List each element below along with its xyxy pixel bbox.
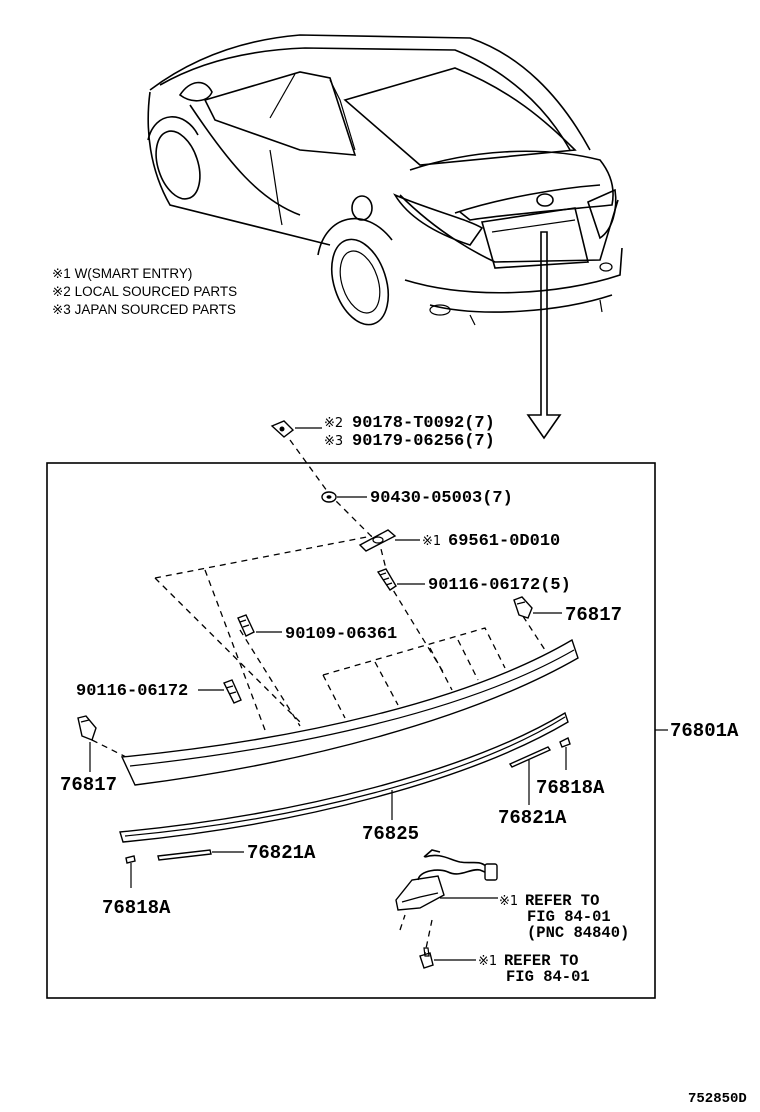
lamp-screw-part-icon [419, 947, 434, 969]
ref2-mark: ※1 [478, 954, 497, 969]
part-number-76825: 76825 [362, 823, 419, 845]
part-number-76818A-right: 76818A [536, 777, 605, 799]
arrow-down-icon [526, 231, 562, 440]
fig-reference-1: FIG 84-01 [527, 908, 611, 926]
clip-76817-right-icon [513, 596, 533, 619]
p1-mark: ※2 [324, 416, 343, 431]
part-number-76821A-right: 76821A [498, 807, 567, 829]
note-smart-entry: ※1 W(SMART ENTRY) [52, 266, 192, 281]
part-number-76817-right: 76817 [565, 604, 622, 626]
part-number-90430: 90430-05003(7) [370, 489, 513, 508]
part-number-90178: 90178-T0092(7) [352, 414, 495, 433]
garnish-part-icon [120, 638, 579, 786]
refer-to-label-2: REFER TO [504, 952, 578, 970]
part-number-76821A-left: 76821A [247, 842, 316, 864]
part-number-90116: 90116-06172 [76, 682, 188, 701]
tape-right-part-icon [508, 746, 552, 768]
screw-left-part-icon [223, 679, 242, 704]
tape-left-part-icon [157, 849, 212, 861]
assembly-number-76801A: 76801A [670, 720, 739, 742]
guide-lines [91, 439, 546, 959]
moulding-part-icon [119, 711, 569, 843]
license-lamp-part-icon [395, 849, 498, 911]
part-number-76818A-left: 76818A [102, 897, 171, 919]
refer-to-label-1: REFER TO [525, 892, 599, 910]
part-number-76817-left: 76817 [60, 774, 117, 796]
p2-mark: ※3 [324, 434, 343, 449]
ref1-mark: ※1 [499, 894, 518, 909]
washer-part-icon [321, 491, 337, 503]
p4-mark: ※1 [422, 534, 441, 549]
part-number-69561: 69561-0D010 [448, 532, 560, 551]
pad-left-part-icon [125, 855, 136, 864]
part-number-90109: 90109-06361 [285, 625, 397, 644]
note-local-sourced: ※2 LOCAL SOURCED PARTS [52, 284, 237, 299]
car-illustration [147, 34, 623, 326]
diagram-code: 752850D [688, 1091, 747, 1107]
clip-76817-left-icon [77, 715, 97, 741]
key-cover-part-icon [358, 529, 397, 552]
part-number-90179: 90179-06256(7) [352, 432, 495, 451]
pad-right-part-icon [559, 737, 571, 748]
note-japan-sourced: ※3 JAPAN SOURCED PARTS [52, 302, 236, 317]
part-number-90116-5: 90116-06172(5) [428, 576, 571, 595]
pnc-reference-1: (PNC 84840) [527, 924, 629, 942]
fig-reference-2: FIG 84-01 [506, 968, 590, 986]
clip-part-icon [270, 420, 295, 438]
screw-part-icon [376, 568, 397, 591]
bolt-part-icon [237, 614, 255, 637]
